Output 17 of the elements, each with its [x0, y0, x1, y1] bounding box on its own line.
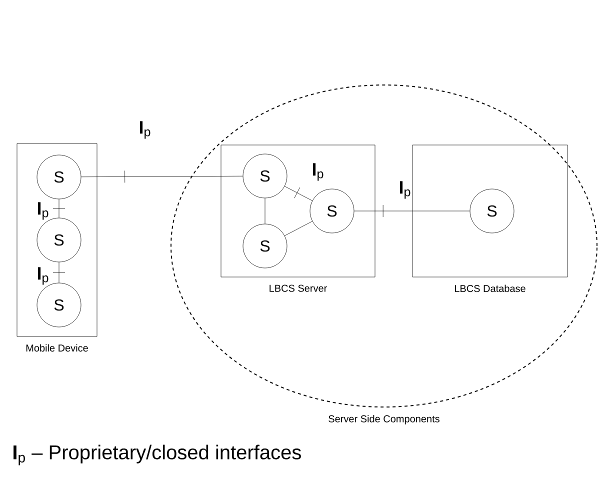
interface-label: I$_{p}$ [400, 181, 410, 199]
connector-line [354, 204, 470, 218]
legend-text: I$_{p}$ – Proprietary/closed interfaces [14, 444, 301, 466]
interface-label: I$_{p}$ [312, 163, 324, 181]
interface-label: I$_{p}$ [38, 202, 48, 220]
node-label: Mobile Device [26, 344, 88, 352]
connector-line [284, 186, 313, 201]
connector-line [284, 221, 313, 236]
node-label: Server Side Components [328, 415, 440, 424]
connector-line [52, 199, 66, 218]
connector-line [52, 262, 66, 283]
node-label: LBCS Database [454, 284, 526, 292]
interface-label: I$_{p}$ [38, 267, 48, 285]
node-label: LBCS Server [270, 284, 327, 292]
connector-line [81, 170, 243, 183]
interface-label: I$_{p}$ [140, 121, 150, 139]
connector-line [264, 198, 266, 224]
